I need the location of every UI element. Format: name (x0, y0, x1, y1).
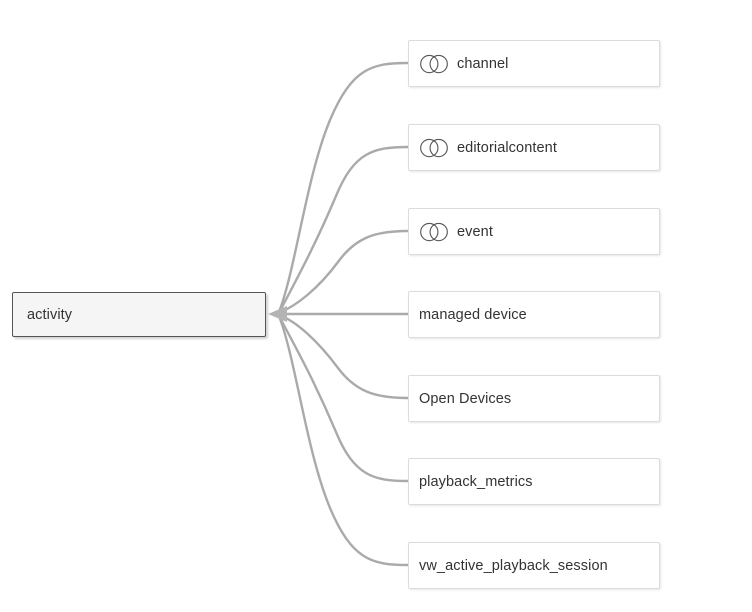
node-label: playback_metrics (419, 473, 533, 490)
node-channel[interactable]: channel (408, 40, 660, 87)
arrowhead-into-activity (268, 306, 287, 322)
node-label: vw_active_playback_session (419, 557, 608, 574)
node-editorialcontent[interactable]: editorialcontent (408, 124, 660, 171)
node-playback-metrics[interactable]: playback_metrics (408, 458, 660, 505)
edge-playback-metrics-to-activity (277, 314, 410, 483)
arrowhead-group (268, 306, 287, 322)
node-label: activity (27, 306, 73, 323)
node-managed-device[interactable]: managed device (408, 291, 660, 338)
node-label: Open Devices (419, 390, 512, 407)
node-open-devices[interactable]: Open Devices (408, 375, 660, 422)
overlapping-circles-icon (420, 222, 448, 241)
overlapping-circles-icon (420, 54, 448, 73)
node-label: editorialcontent (457, 139, 557, 156)
node-label: channel (457, 55, 509, 72)
overlapping-circles-icon (420, 138, 448, 157)
edge-event-to-activity (277, 229, 410, 315)
edge-channel-to-activity (277, 61, 410, 314)
edge-editorialcontent-to-activity (277, 145, 410, 315)
edge-vw-active-playback-session-to-activity (277, 314, 410, 567)
node-activity[interactable]: activity (12, 292, 266, 337)
edge-open-devices-to-activity (277, 313, 410, 400)
node-event[interactable]: event (408, 208, 660, 255)
node-label: event (457, 223, 493, 240)
node-label: managed device (419, 306, 527, 323)
node-vw-active-playback-session[interactable]: vw_active_playback_session (408, 542, 660, 589)
